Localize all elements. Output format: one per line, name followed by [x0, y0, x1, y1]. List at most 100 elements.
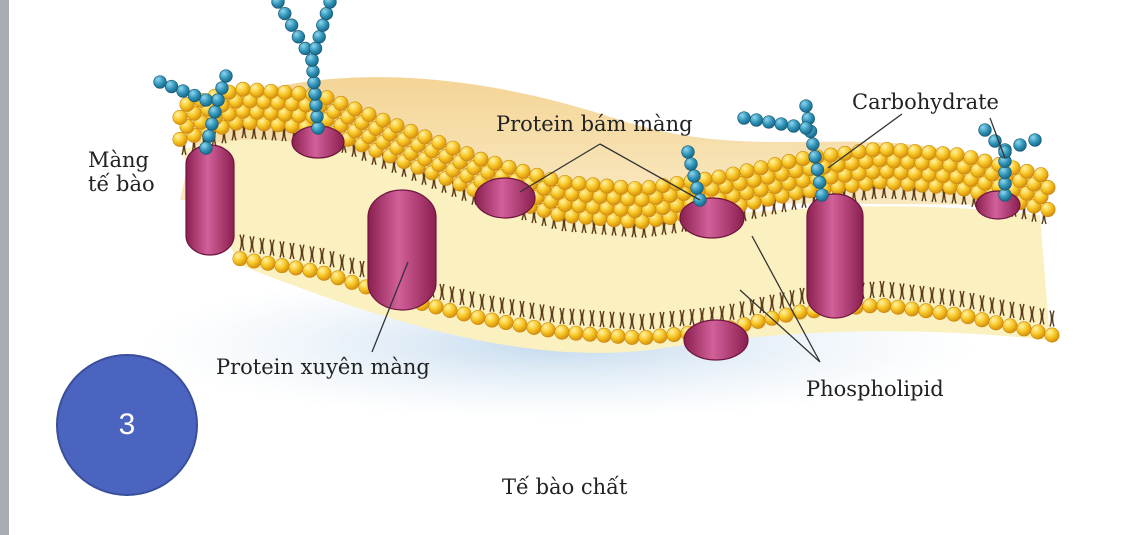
phospholipid-head	[669, 175, 685, 191]
carbohydrate-bead	[284, 18, 299, 32]
carbohydrate-bead	[309, 98, 323, 112]
phospholipid-head	[893, 143, 909, 159]
phospholipid-tail	[289, 242, 295, 260]
carbohydrate-bead	[308, 41, 323, 56]
membrane-label: Màng tế bào	[88, 148, 155, 196]
phospholipid-tail	[239, 234, 245, 251]
phospholipid-tail	[739, 301, 745, 318]
phospholipid-tail	[1039, 308, 1045, 325]
protein	[975, 190, 1021, 220]
carbohydrate-bead	[998, 177, 1012, 191]
phospholipid-tail	[929, 287, 935, 304]
phospholipid-head	[753, 160, 769, 176]
phospholipid-head	[291, 85, 307, 101]
protein	[806, 193, 864, 319]
carbohydrate-bead	[998, 188, 1012, 202]
phospholipid-tail	[599, 310, 605, 328]
phospholipid-head	[879, 142, 895, 158]
phospholipid-head	[249, 82, 265, 98]
phospholipid-tail	[989, 297, 995, 314]
phospholipid-head	[344, 274, 360, 290]
phospholipid-tail	[519, 300, 525, 318]
phospholipid-tail	[579, 309, 585, 326]
phospholipid-tail	[749, 299, 755, 316]
phospholipid-head	[473, 151, 489, 167]
phospholipid-tail	[659, 311, 665, 329]
phospholipid-head	[907, 144, 923, 160]
phospholipid-head	[1016, 321, 1032, 337]
phospholipid-head	[932, 304, 948, 320]
phospholipid-head	[988, 315, 1004, 331]
phospholipid-head	[921, 145, 937, 161]
phospholipid-head	[456, 306, 472, 322]
carbohydrate-bead	[774, 117, 788, 131]
phospholipid-head	[571, 176, 587, 192]
carbohydrate-bead	[199, 93, 213, 107]
phospholipid-head	[655, 178, 671, 194]
phospholipid-head	[375, 112, 391, 128]
carbohydrate-bead	[684, 157, 698, 171]
phospholipid-head	[316, 265, 332, 281]
phospholipid-tail	[499, 297, 505, 314]
phospholipid-head	[739, 163, 755, 179]
carbohydrate-bead	[813, 175, 827, 189]
phospholipid-head	[484, 312, 500, 328]
phospholipid-tail	[439, 283, 445, 301]
phospholipid-tail	[569, 308, 575, 325]
phospholipid-tail	[1049, 310, 1055, 327]
phospholipid-head	[837, 145, 853, 161]
phospholipid-head	[624, 329, 640, 345]
phospholipid-head	[627, 181, 643, 197]
phospholipid-head	[235, 81, 251, 97]
phospholipid-head	[554, 324, 570, 340]
protein	[474, 177, 536, 219]
carbohydrate-bead	[319, 6, 334, 21]
carbohydrate-bead	[799, 121, 813, 135]
protein	[185, 144, 235, 256]
phospholipid-head	[557, 174, 573, 190]
phospholipid-head	[974, 312, 990, 328]
phospholipid-head	[876, 297, 892, 313]
phospholipid-head	[935, 146, 951, 162]
carbohydrate-bead	[199, 141, 213, 155]
membrane-label-line1: Màng	[88, 148, 149, 172]
phospholipid-tail	[559, 307, 565, 325]
phospholipid-tail	[469, 291, 475, 308]
phospholipid-tail	[799, 287, 805, 305]
phospholipid-head	[526, 319, 542, 335]
phospholipid-head	[543, 171, 559, 187]
carbohydrate-bead	[308, 87, 322, 101]
phospholipid-head	[428, 299, 444, 315]
phospholipid-head	[778, 307, 794, 323]
phospholipid-head	[792, 304, 808, 320]
phospholipid-tail	[529, 302, 535, 319]
phospholipid-head	[960, 309, 976, 325]
left-edge-bar	[0, 0, 9, 535]
phospholipid-head	[487, 155, 503, 171]
pointer-peripheral	[519, 143, 701, 201]
phospholipid-head	[445, 140, 461, 156]
carbohydrate-bead	[271, 0, 285, 9]
phospholipid-head	[459, 146, 475, 162]
phospholipid-head	[1030, 324, 1046, 340]
phospholipid-head	[596, 327, 612, 343]
carbohydrate-bead	[978, 123, 992, 137]
phospholipid-head	[172, 109, 188, 125]
phospholipid-tail	[609, 311, 615, 328]
phospholipid-head	[403, 123, 419, 139]
phospholipid-head	[851, 144, 867, 160]
phospholipid-head	[750, 313, 766, 329]
phospholipid-head	[767, 157, 783, 173]
phospholipid-tail	[689, 308, 695, 326]
phospholipid-head	[263, 83, 279, 99]
carbohydrate-bead	[762, 115, 776, 129]
phospholipid-head	[529, 167, 545, 183]
phospholipid-head	[361, 107, 377, 123]
phospholipid-tail	[1029, 305, 1035, 323]
phospholipid-tail	[969, 292, 975, 310]
phospholipid-tail	[549, 306, 555, 323]
phospholipid-tail	[899, 283, 905, 300]
phospholipid-tail	[329, 251, 335, 268]
